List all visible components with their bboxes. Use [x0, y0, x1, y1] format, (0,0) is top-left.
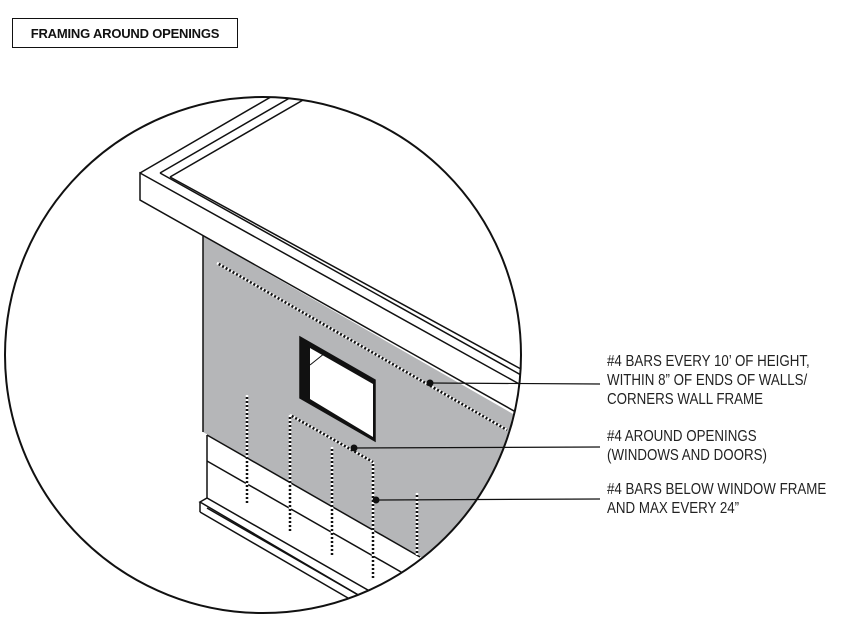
window-opening [310, 348, 373, 437]
callout-openings: #4 AROUND OPENINGS (WINDOWS AND DOORS) [607, 427, 767, 465]
callout-line: (WINDOWS AND DOORS) [607, 447, 767, 464]
leader-dot-2 [350, 444, 358, 452]
leader-line-1 [429, 382, 601, 385]
callout-line: WITHIN 8” OF ENDS OF WALLS/ [607, 372, 808, 389]
leader-line-2 [353, 446, 601, 449]
callout-below-window: #4 BARS BELOW WINDOW FRAME AND MAX EVERY… [607, 480, 826, 518]
callout-wall-bars: #4 BARS EVERY 10’ OF HEIGHT, WITHIN 8” O… [607, 352, 810, 409]
callout-line: #4 BARS BELOW WINDOW FRAME [607, 481, 827, 498]
roof-slab-front [139, 171, 521, 422]
leader-dot-1 [426, 379, 434, 387]
callout-line: #4 AROUND OPENINGS [607, 428, 757, 445]
leader-dot-3 [372, 496, 380, 504]
diagram-title: FRAMING AROUND OPENINGS [12, 18, 238, 48]
detail-circle [4, 96, 522, 614]
callout-line: CORNERS WALL FRAME [607, 391, 764, 408]
callout-line: AND MAX EVERY 24” [607, 500, 740, 517]
leader-line-3 [375, 498, 601, 501]
foundation-line [206, 434, 421, 558]
roof-slab-top [140, 97, 521, 500]
callout-line: #4 BARS EVERY 10’ OF HEIGHT, [607, 353, 810, 370]
